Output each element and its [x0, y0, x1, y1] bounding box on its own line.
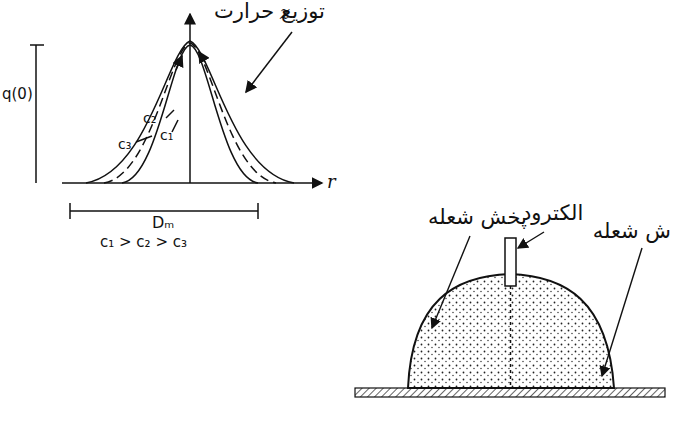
curve-label: c₁ [160, 128, 173, 143]
caption-label: توزیع حرارت [214, 0, 325, 23]
part-label: الکترود [522, 202, 583, 225]
part-label: ش شعله [593, 220, 671, 243]
heat-graph [30, 14, 322, 219]
axis-label: z [280, 3, 289, 23]
curve-label: c₃ [118, 137, 131, 152]
flame-figure [355, 232, 665, 397]
dimension-label: q(0) [2, 86, 33, 103]
part-label: پخش شعله [428, 206, 527, 229]
curve-label: c₂ [143, 111, 156, 126]
dimension-label: Dₘ [152, 214, 174, 232]
note: c₁ > c₂ > c₃ [100, 234, 187, 251]
axis-label: r [327, 172, 336, 192]
